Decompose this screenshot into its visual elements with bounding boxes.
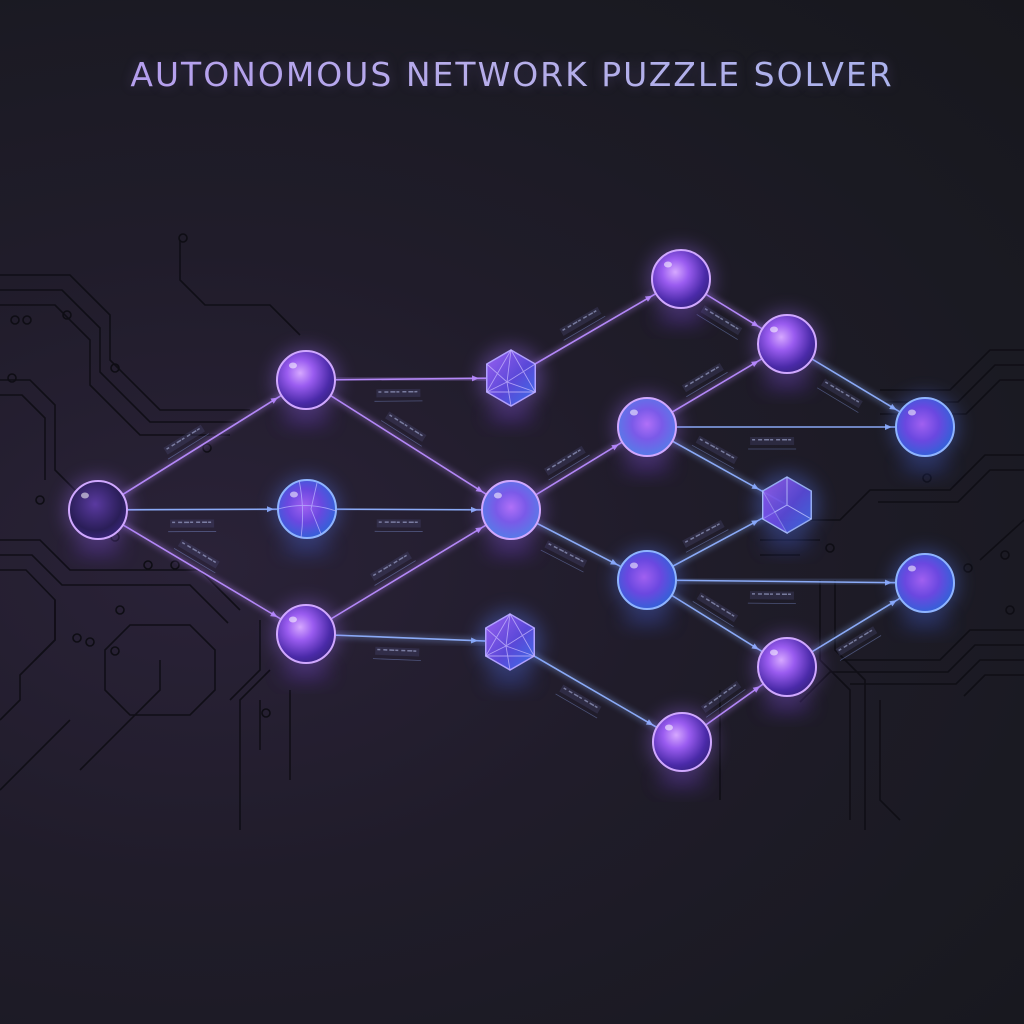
edge-n1-n5 [304,377,513,513]
edge-n1-n4 [305,375,512,383]
sphere-icon [617,397,677,457]
edge-label-glyphs [380,411,427,447]
edge-n3-n6 [305,631,511,645]
edge-n0-n1 [96,377,308,513]
network-node-sphere[interactable] [273,601,339,681]
network-node-sphere[interactable] [65,477,131,557]
edge-label-glyphs [374,388,423,402]
sphere-icon [276,604,336,664]
sphere-icon [895,553,955,613]
page-title: AUTONOMOUS NETWORK PUZZLE SOLVER [0,55,1024,94]
edge-n6-n15 [508,639,684,745]
network-node-sphere[interactable] [648,246,714,326]
network-node-sphere[interactable] [754,634,820,714]
edge-label-glyphs [696,305,743,340]
edge-label-glyphs [559,306,606,341]
network-node-sphere[interactable] [754,311,820,391]
edge-n9-n12 [647,424,925,430]
network-node-sphere[interactable] [478,477,544,557]
sphere-icon [276,350,336,410]
sphere-icon [68,480,128,540]
edge-label-glyphs [835,626,882,661]
sphere-icon [757,314,817,374]
edge-label-glyphs [681,362,728,398]
network-node-sphere[interactable] [273,347,339,427]
sphere-icon [757,637,817,697]
network-node-faceted-sphere[interactable] [274,476,340,556]
sphere-icon [652,712,712,772]
edge-label-glyphs [540,540,588,573]
edge-label-glyphs [555,684,602,719]
edge-label-glyphs [747,591,796,605]
edge-label-glyphs [173,539,220,574]
sphere-icon [481,480,541,540]
edge-label-glyphs [163,424,209,460]
edge-label-glyphs [682,519,729,553]
sphere-icon [277,479,337,539]
edge-n0-n2 [97,506,308,513]
network-node-sphere[interactable] [614,394,680,474]
sphere-icon [895,397,955,457]
edge-label-glyphs [544,445,590,481]
network-node-cube[interactable] [755,473,819,551]
network-node-icosahedron[interactable] [478,610,542,688]
edge-label-glyphs [748,437,797,450]
edge-n3-n5 [304,507,513,637]
network-node-sphere[interactable] [614,547,680,627]
edge-label-glyphs [370,551,416,586]
edge-label-glyphs [372,646,421,661]
edge-label-glyphs [691,435,738,469]
edge-label-glyphs [374,519,423,532]
network-node-sphere[interactable] [892,550,958,630]
edge-label-glyphs [692,592,739,628]
edge-label-glyphs [168,519,217,533]
network-node-icosahedron[interactable] [479,346,543,424]
edge-n0-n3 [96,507,308,637]
sphere-icon [617,550,677,610]
edge-label-glyphs [700,680,746,718]
network-node-sphere[interactable] [892,394,958,474]
network-node-sphere[interactable] [649,709,715,789]
edge-n2-n5 [306,506,512,513]
edge-n11-n13 [646,577,926,586]
edge-label-glyphs [816,378,863,413]
sphere-icon [651,249,711,309]
